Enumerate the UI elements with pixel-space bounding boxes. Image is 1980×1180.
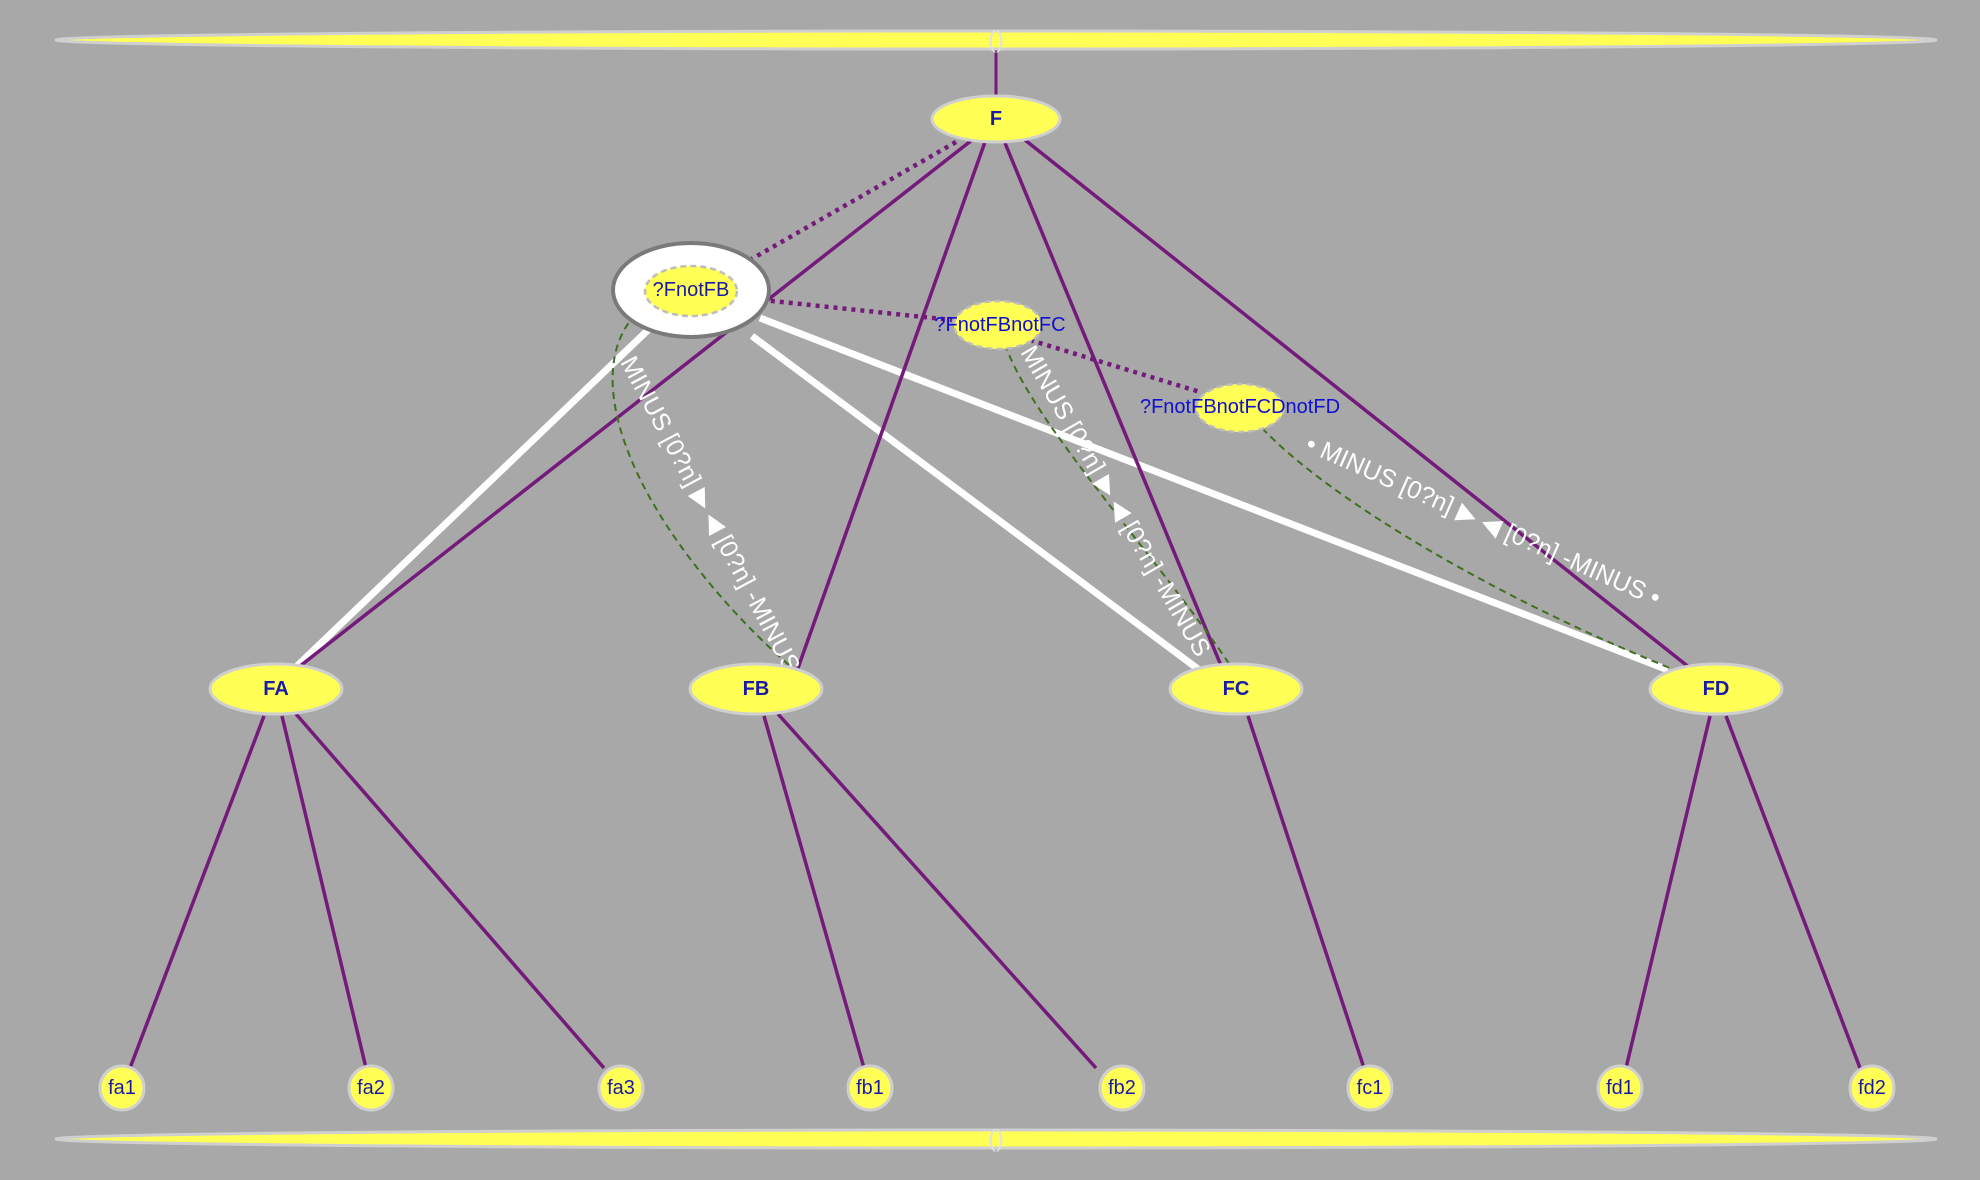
edge-f-to-fd bbox=[1023, 138, 1692, 670]
edge-label-minus-fb: MINUS [0?n] ▶ ◀ [0?n] -MINUS • bbox=[615, 352, 813, 691]
node-f-label: F bbox=[990, 108, 1002, 130]
edge-fa-to-fa1 bbox=[128, 715, 266, 1069]
node-f[interactable]: F bbox=[930, 94, 1062, 144]
bottom-bar-label: () bbox=[988, 1126, 1004, 1153]
edge-fc-to-fc1 bbox=[1246, 715, 1366, 1069]
node-fc-label: FC bbox=[1223, 678, 1250, 700]
node-fnotfb-group[interactable]: ?FnotFB bbox=[611, 241, 771, 339]
node-fnotfbnotfc-label: ?FnotFBnotFC bbox=[934, 314, 1065, 336]
node-fa1[interactable]: fa1 bbox=[98, 1064, 146, 1112]
node-fa2[interactable]: fa2 bbox=[347, 1064, 395, 1112]
node-fa1-label: fa1 bbox=[108, 1077, 136, 1099]
edge-f-to-fnotfb bbox=[720, 140, 958, 278]
node-fd1-label: fd1 bbox=[1606, 1077, 1634, 1099]
node-fc1-label: fc1 bbox=[1357, 1077, 1384, 1099]
edge-fnotfb-to-fnotfbnotfc bbox=[743, 295, 953, 323]
edge-f-to-fb bbox=[796, 141, 987, 669]
node-fd2-label: fd2 bbox=[1858, 1077, 1886, 1099]
edge-fa-to-fa3 bbox=[294, 712, 606, 1070]
edge-minus-fnotfbnotfc-to-fc bbox=[1004, 343, 1233, 669]
edge-group-to-fc bbox=[749, 333, 1205, 675]
leaf-nodes: fa1 fa2 fa3 fb1 fb2 fc1 fd1 fd2 bbox=[98, 1064, 1896, 1112]
node-fb2-label: fb2 bbox=[1108, 1077, 1136, 1099]
bottom-bar: () bbox=[54, 1126, 1938, 1153]
node-fb-label: FB bbox=[743, 678, 770, 700]
node-fa[interactable]: FA bbox=[208, 662, 344, 716]
edge-f-to-fa bbox=[293, 138, 974, 672]
node-fnotfb-label: ?FnotFB bbox=[653, 279, 730, 301]
edge-fd-to-fd1 bbox=[1624, 715, 1712, 1069]
node-fd2[interactable]: fd2 bbox=[1848, 1064, 1896, 1112]
node-fb2[interactable]: fb2 bbox=[1098, 1064, 1146, 1112]
node-fa3-label: fa3 bbox=[607, 1077, 635, 1099]
node-fc1[interactable]: fc1 bbox=[1346, 1064, 1394, 1112]
node-fnotfbnotfcdnotfd-label: ?FnotFBnotFCDnotFD bbox=[1140, 396, 1340, 418]
node-fc[interactable]: FC bbox=[1168, 662, 1304, 716]
node-fd-label: FD bbox=[1703, 678, 1730, 700]
edge-fd-to-fd2 bbox=[1724, 715, 1862, 1069]
edge-label-minus-fd: • MINUS [0?n] ▶ ◀ [0?n] -MINUS • bbox=[1302, 430, 1665, 612]
node-fd1[interactable]: fd1 bbox=[1596, 1064, 1644, 1112]
edges bbox=[128, 40, 1862, 1070]
node-fa-label: FA bbox=[263, 678, 289, 700]
edge-labels: MINUS [0?n] ▶ ◀ [0?n] -MINUS • MINUS [0?… bbox=[615, 341, 1665, 691]
node-fb1-label: fb1 bbox=[856, 1077, 884, 1099]
edge-group-to-fa bbox=[292, 327, 651, 671]
node-fb[interactable]: FB bbox=[688, 662, 824, 716]
edge-fb-to-fb1 bbox=[762, 715, 866, 1069]
node-fa2-label: fa2 bbox=[357, 1077, 385, 1099]
top-bar-label: () bbox=[988, 27, 1004, 54]
top-bar: () bbox=[54, 27, 1938, 54]
edge-minus-fnotfbnotfcdnotfd-to-fd bbox=[1261, 427, 1676, 671]
edge-fa-to-fa2 bbox=[280, 715, 368, 1069]
edge-f-to-fc bbox=[1003, 142, 1224, 669]
edge-fnotfbnotfc-to-fnotfbnotfcdnotfd bbox=[1029, 337, 1201, 395]
edge-group-to-fd bbox=[758, 314, 1670, 674]
node-fnotfbnotfcdnotfd[interactable]: ?FnotFBnotFCDnotFD bbox=[1140, 382, 1340, 434]
node-fnotfbnotfc[interactable]: ?FnotFBnotFC bbox=[934, 299, 1066, 351]
node-fa3[interactable]: fa3 bbox=[597, 1064, 645, 1112]
node-fb1[interactable]: fb1 bbox=[846, 1064, 894, 1112]
node-fd[interactable]: FD bbox=[1648, 662, 1784, 716]
edge-fb-to-fb2 bbox=[776, 712, 1098, 1070]
